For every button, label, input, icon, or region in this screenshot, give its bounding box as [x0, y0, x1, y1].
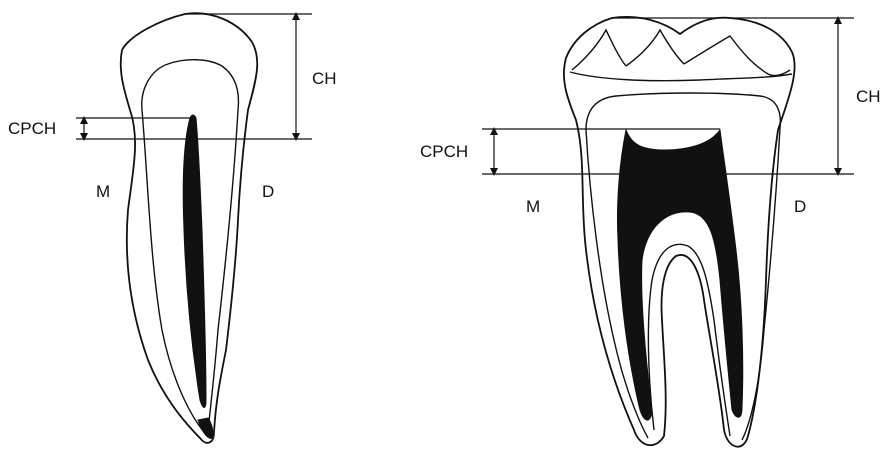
right-cpch-label: CPCH [420, 142, 468, 161]
left-distal-label: D [262, 182, 274, 201]
left-ch-label: CH [312, 69, 337, 88]
right-ch-label: CH [856, 87, 881, 106]
right-tooth [564, 17, 795, 447]
left-mesial-label: M [96, 182, 110, 201]
right-tooth-outline [564, 17, 795, 447]
left-cpch-label: CPCH [8, 119, 56, 138]
right-mesial-label: M [526, 197, 540, 216]
left-tooth [121, 13, 258, 443]
right-distal-label: D [794, 197, 806, 216]
